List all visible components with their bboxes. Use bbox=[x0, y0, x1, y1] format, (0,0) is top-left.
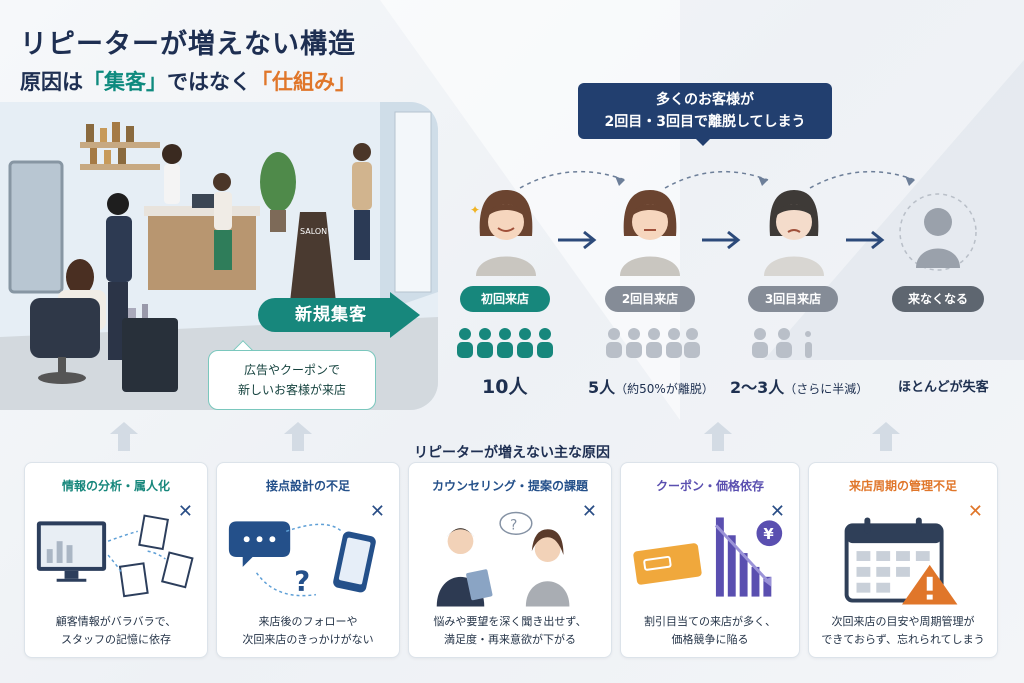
cause-description: 来店後のフォローや次回来店のきっかけがない bbox=[242, 615, 374, 646]
stage-label-first: 初回来店 bbox=[460, 286, 550, 312]
new-customers-arrow: 新規集客 bbox=[258, 292, 420, 338]
arrow-right-icon bbox=[846, 230, 885, 250]
second-visit-customer-icon bbox=[620, 190, 680, 276]
cause-title: クーポン・価格依存 bbox=[655, 479, 764, 493]
cause-card-visit-cycle: 来店周期の管理不足 ✕ 次回来店の目安や周期管理ができておらず、忘れられてしまう bbox=[808, 462, 998, 658]
stage-label-second: 2回目来店 bbox=[605, 286, 695, 312]
cause-card-data-silo: 情報の分析・属人化 ✕ 顧客情報がバラバラで、スタッフの記憶に依存 bbox=[24, 462, 208, 658]
lost-customer-silhouette-icon bbox=[899, 193, 977, 271]
cross-icon: ✕ bbox=[177, 501, 193, 522]
svg-text:✦: ✦ bbox=[470, 203, 480, 217]
stage-label-third: 3回目来店 bbox=[748, 286, 838, 312]
customers-5-icon bbox=[606, 328, 700, 358]
causes-section-title: リピーターが増えない主な原因 bbox=[414, 445, 610, 461]
up-arrow-icon bbox=[704, 422, 732, 434]
cause-card-touchpoint: 接点設計の不足 ✕ ? 来店後のフォローや次回来店のきっかけがない bbox=[216, 462, 400, 658]
cause-card-coupon: クーポン・価格依存 ✕ ¥ 割引目当ての来店が多く、価格競争に陥る bbox=[620, 462, 800, 658]
up-arrow-stem bbox=[292, 433, 304, 451]
up-arrow-stem bbox=[118, 433, 130, 451]
cause-description: 割引目当ての来店が多く、価格競争に陥る bbox=[644, 615, 776, 646]
cause-title: カウンセリング・提案の課題 bbox=[431, 479, 588, 493]
cross-icon: ✕ bbox=[581, 501, 597, 522]
ad-coupon-bubble: 広告やクーポンで 新しいお客様が来店 bbox=[208, 350, 376, 410]
svg-text:?: ? bbox=[294, 565, 310, 598]
up-arrow-stem bbox=[712, 433, 724, 451]
cause-title: 接点設計の不足 bbox=[265, 479, 350, 493]
cause-title: 情報の分析・属人化 bbox=[61, 479, 170, 493]
cross-icon: ✕ bbox=[967, 501, 983, 522]
page-title: リピーターが増えない構造 bbox=[20, 29, 356, 60]
stage-count-first: 10人 bbox=[482, 376, 528, 398]
svg-text:?: ? bbox=[510, 517, 517, 533]
customers-3-icon bbox=[752, 328, 812, 358]
stage-note-lost: ほとんどが失客 bbox=[898, 380, 989, 395]
callout-tail bbox=[693, 136, 713, 146]
up-arrow-icon bbox=[284, 422, 312, 434]
scattered-documents-icon bbox=[36, 514, 194, 598]
third-visit-customer-icon bbox=[764, 190, 824, 276]
up-arrow-icon bbox=[110, 422, 138, 434]
cause-card-counseling: カウンセリング・提案の課題 ✕ ? 悩みや要望を深く聞き出せず、満足度・再来意欲… bbox=[408, 462, 612, 658]
up-arrow-stem bbox=[880, 433, 892, 451]
first-visit-customer-icon: ✦ bbox=[470, 190, 536, 276]
stage-count-second: 5人（約50%が離脱） bbox=[588, 378, 714, 397]
calendar-warning-icon bbox=[844, 517, 958, 605]
cause-description: 顧客情報がバラバラで、スタッフの記憶に依存 bbox=[55, 615, 177, 646]
stage-count-third: 2〜3人（さらに半減） bbox=[730, 378, 869, 397]
svg-text:SALON: SALON bbox=[300, 227, 327, 236]
salon-illustration: SALON bbox=[0, 102, 438, 410]
svg-text:¥: ¥ bbox=[763, 526, 774, 543]
cause-title: 来店周期の管理不足 bbox=[848, 479, 957, 493]
cause-description: 次回来店の目安や周期管理ができておらず、忘れられてしまう bbox=[821, 615, 985, 646]
coupon-price-drop-icon: ¥ bbox=[633, 517, 783, 597]
up-arrow-icon bbox=[872, 422, 900, 434]
cross-icon: ✕ bbox=[769, 501, 785, 522]
dashed-flow-arrows bbox=[519, 170, 916, 189]
arrow-right-icon bbox=[558, 230, 597, 250]
customers-10-icon bbox=[457, 328, 553, 358]
stage-label-lost: 来なくなる bbox=[892, 286, 984, 312]
arrow-right-icon bbox=[702, 230, 741, 250]
churn-callout: 多くのお客様が 2回目・3回目で離脱してしまう bbox=[578, 83, 832, 139]
cause-description: 悩みや要望を深く聞き出せず、満足度・再来意欲が下がる bbox=[433, 615, 587, 646]
counseling-staff-customer-icon: ? bbox=[436, 511, 570, 607]
page-subtitle: 原因は「集客」ではなく「仕組み」 bbox=[20, 70, 356, 94]
cross-icon: ✕ bbox=[369, 501, 385, 522]
chat-and-phone-icon: ? bbox=[228, 521, 376, 598]
